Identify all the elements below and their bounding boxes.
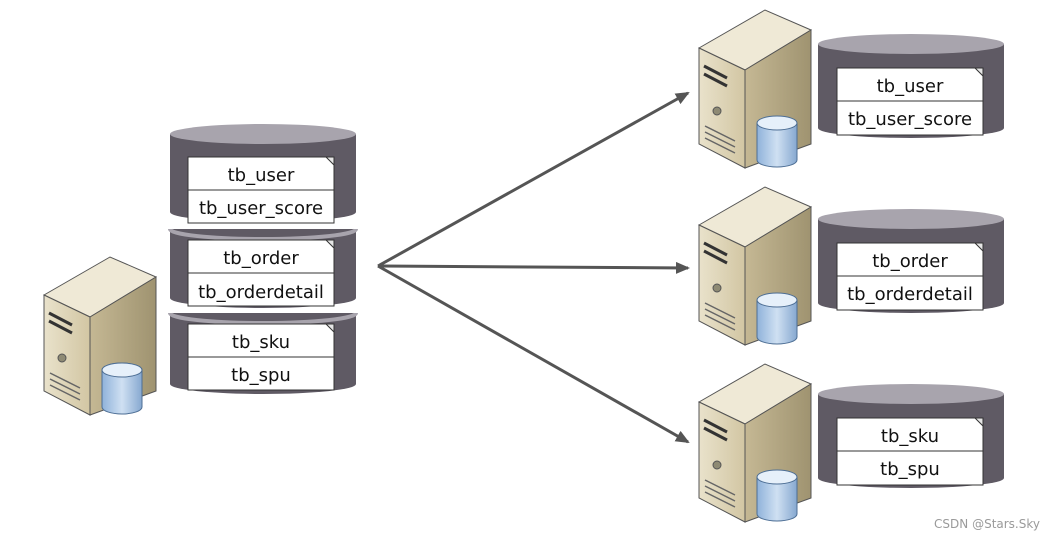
- source-table-tb-order: tb_order: [223, 248, 299, 269]
- source-segment-1: tb_user tb_user_score: [170, 124, 356, 224]
- source-table-tb-user-score: tb_user_score: [199, 198, 323, 219]
- arrow-to-target-2: [377, 261, 690, 274]
- arrow-to-target-1: [377, 91, 690, 268]
- source-segment-3: tb_sku tb_spu: [168, 312, 358, 394]
- target-1-table-tb-user: tb_user: [877, 76, 944, 97]
- source-table-tb-user: tb_user: [228, 165, 295, 186]
- watermark-text: CSDN @Stars.Sky: [934, 517, 1040, 531]
- source-server-icon: [42, 256, 158, 416]
- target-database-1: tb_user tb_user_score: [818, 34, 1004, 138]
- arrow-to-target-3: [377, 264, 690, 444]
- split-arrows: [377, 91, 690, 444]
- target-server-icon-2: [697, 186, 813, 346]
- target-2-table-tb-orderdetail: tb_orderdetail: [847, 284, 973, 305]
- target-database-2: tb_order tb_orderdetail: [818, 209, 1004, 313]
- source-database-cylinder: tb_user tb_user_score tb_order tb_orderd…: [168, 124, 358, 394]
- target-database-3: tb_sku tb_spu: [818, 384, 1004, 488]
- source-table-tb-sku: tb_sku: [232, 332, 290, 353]
- target-3-table-tb-spu: tb_spu: [880, 459, 940, 480]
- source-table-tb-orderdetail: tb_orderdetail: [198, 282, 324, 303]
- target-3-table-tb-sku: tb_sku: [881, 426, 939, 447]
- target-server-icon-3: [697, 363, 813, 523]
- target-2-table-tb-order: tb_order: [872, 251, 948, 272]
- source-table-tb-spu: tb_spu: [231, 365, 291, 386]
- source-segment-2: tb_order tb_orderdetail: [168, 228, 358, 308]
- target-server-icon-1: [697, 9, 813, 169]
- target-1-table-tb-user-score: tb_user_score: [848, 109, 972, 130]
